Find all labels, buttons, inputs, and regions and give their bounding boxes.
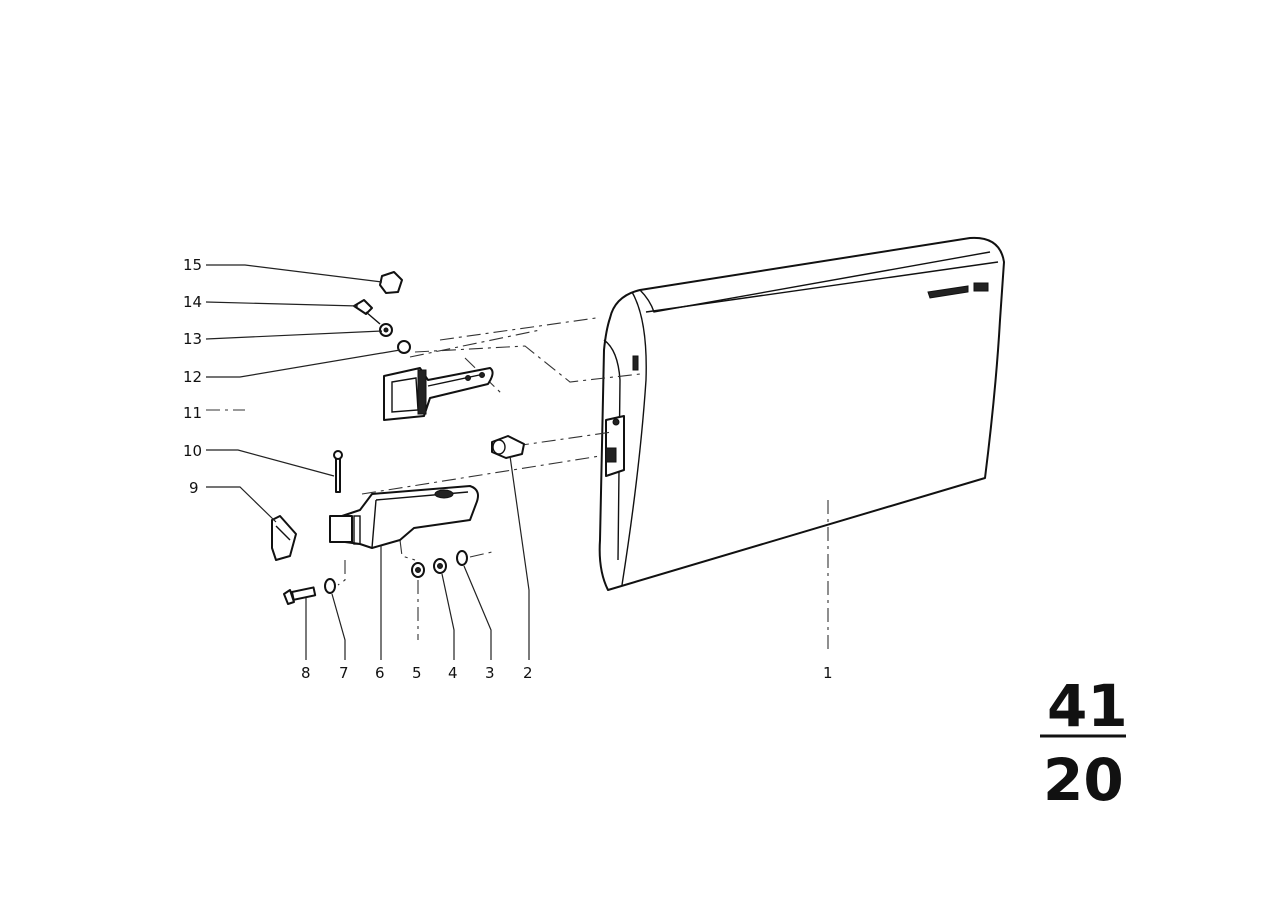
callout-labels: 15 14 13 12 11 10 9 8 7 6 5 4 3 2 1 [183,256,833,682]
callout-1: 1 [823,664,833,682]
callout-11: 11 [183,404,202,422]
callout-15: 15 [183,256,202,274]
callout-5: 5 [412,664,422,682]
upper-hinge-part [383,367,494,421]
callout-7: 7 [339,664,349,682]
callout-4: 4 [448,664,458,682]
door-shell-part [598,236,1005,591]
callout-13: 13 [183,330,202,348]
callout-3: 3 [485,664,495,682]
callout-10: 10 [183,442,202,460]
callout-2: 2 [523,664,533,682]
section-number: 41 20 [1040,672,1128,814]
callout-6: 6 [375,664,385,682]
assembly-dash-lines [206,317,829,650]
section-group: 41 [1047,672,1128,740]
callout-14: 14 [183,293,202,311]
lower-hinge-part [329,485,479,549]
small-parts [271,271,525,605]
leader-lines [205,264,530,660]
callout-9: 9 [189,479,199,497]
section-subgroup: 20 [1043,746,1124,814]
callout-12: 12 [183,368,202,386]
callout-8: 8 [301,664,311,682]
